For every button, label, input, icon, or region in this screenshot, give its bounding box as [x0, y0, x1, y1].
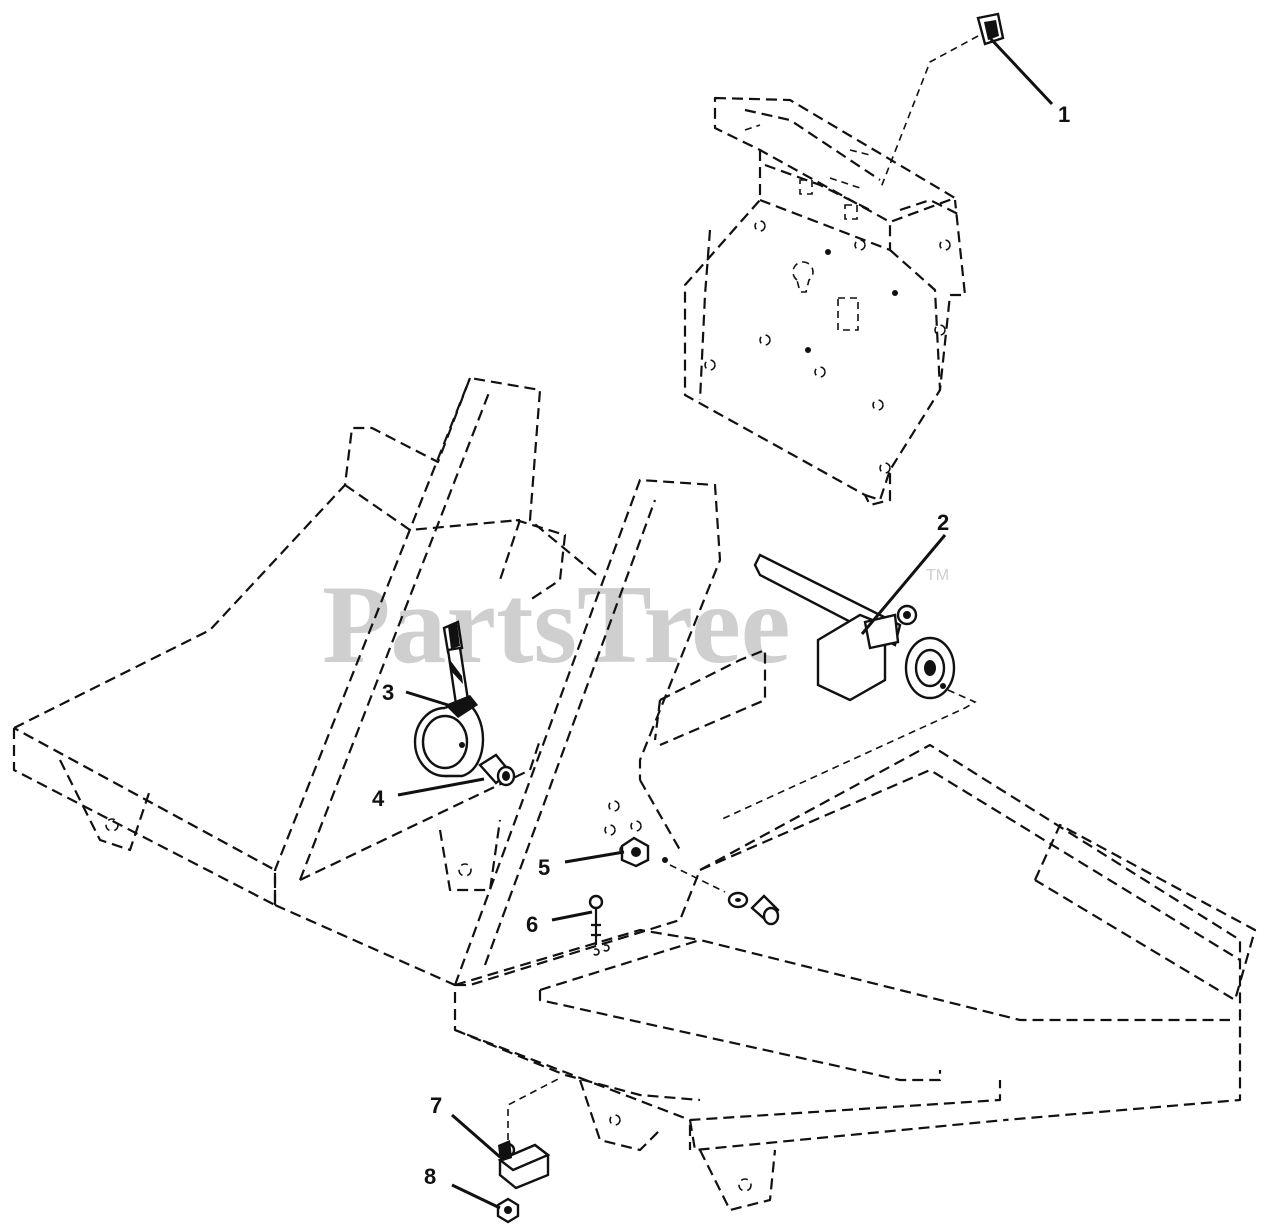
callout-7: 7: [430, 1093, 442, 1118]
callout-5: 5: [538, 855, 550, 880]
part-3-control-knob: [413, 620, 485, 778]
part-6-screw: [588, 894, 610, 956]
callout-2: 2: [937, 510, 949, 535]
callout-1: 1: [1058, 102, 1070, 127]
callout-8: 8: [424, 1164, 436, 1189]
callout-6: 6: [526, 912, 538, 937]
part-7-switch: [497, 1077, 561, 1190]
callout-4: 4: [372, 786, 385, 811]
watermark: PartsTree TM: [322, 563, 949, 687]
part-4-bushing: [478, 753, 516, 787]
frame-outline: [12, 376, 1257, 1212]
part-2-shaft-assembly: [719, 553, 977, 821]
part-8-nut: [496, 1197, 520, 1224]
control-panel-outline: [683, 96, 967, 507]
watermark-trademark: TM: [926, 567, 949, 584]
watermark-text: PartsTree: [322, 563, 791, 687]
leader-lines: [397, 36, 1054, 1210]
part-5-nut: [620, 836, 726, 893]
bolt-and-washer: [727, 891, 780, 926]
callouts: 1 2 3 4 5 6 7 8: [372, 102, 1070, 1189]
part-1-ignition-key: [879, 12, 1005, 191]
callout-3: 3: [382, 680, 394, 705]
